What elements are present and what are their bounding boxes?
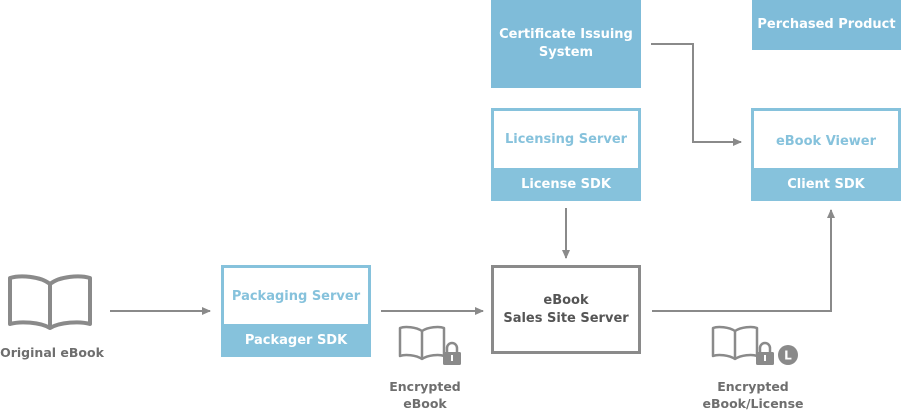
license-sdk-label: License SDK	[491, 168, 641, 201]
original-ebook-caption: Original eBook	[0, 345, 104, 360]
open-book-icon	[8, 274, 92, 330]
packager-sdk-label: Packager SDK	[221, 324, 371, 357]
locked-book-icon	[398, 325, 461, 365]
arrow-cert-to-viewer	[651, 43, 742, 146]
encrypted-ebook-license-caption: Encrypted eBook/License	[702, 379, 804, 411]
licensing-server-label: Licensing Server	[504, 132, 628, 147]
purchased-product-box: Perchased Product	[752, 0, 901, 50]
arrow-sales-to-viewer	[652, 209, 835, 312]
packaging-server-group: Packaging Server Packager SDK	[221, 265, 371, 357]
ebook-viewer-group: eBook Viewer Client SDK	[751, 108, 901, 201]
certificate-issuing-system-box: Certificate Issuing System	[491, 0, 641, 88]
client-sdk-label: Client SDK	[751, 168, 901, 201]
encrypted-ebook-caption: Encrypted eBook	[389, 379, 461, 411]
packaging-server-label: Packaging Server	[231, 288, 361, 304]
locked-book-license-icon: L	[711, 325, 798, 365]
license-badge-icon	[778, 345, 798, 365]
ebook-viewer-label: eBook Viewer	[775, 133, 877, 149]
sales-site-server-box: eBook Sales Site Server	[491, 265, 641, 354]
license-badge-letter: L	[784, 349, 792, 363]
licensing-server-group: Licensing Server License SDK	[491, 108, 641, 201]
